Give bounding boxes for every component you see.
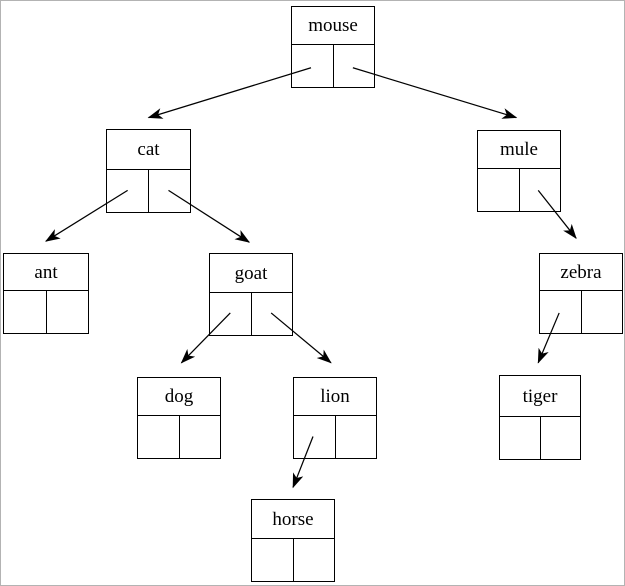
left-pointer-cell — [138, 416, 180, 458]
tree-node-dog: dog — [137, 377, 221, 459]
left-pointer-cell — [540, 291, 582, 333]
left-pointer-cell — [500, 417, 541, 459]
node-label: dog — [138, 378, 220, 416]
left-pointer-cell — [252, 539, 294, 581]
left-pointer-cell — [294, 416, 336, 458]
node-label: mouse — [292, 7, 374, 45]
tree-node-goat: goat — [209, 253, 293, 336]
left-pointer-cell — [210, 293, 252, 335]
node-label: tiger — [500, 376, 580, 417]
pointer-cells — [138, 416, 220, 458]
left-pointer-cell — [292, 45, 334, 87]
tree-node-zebra: zebra — [539, 253, 623, 334]
tree-node-ant: ant — [3, 253, 89, 334]
pointer-cells — [540, 291, 622, 333]
node-label: lion — [294, 378, 376, 416]
node-label: mule — [478, 131, 560, 169]
node-label: ant — [4, 254, 88, 291]
tree-node-mule: mule — [477, 130, 561, 212]
pointer-cells — [478, 169, 560, 211]
tree-node-mouse: mouse — [291, 6, 375, 88]
right-pointer-cell — [520, 169, 561, 211]
left-pointer-cell — [107, 170, 149, 212]
node-label: goat — [210, 254, 292, 293]
tree-node-cat: cat — [106, 129, 191, 213]
pointer-cells — [500, 417, 580, 459]
pointer-cells — [4, 291, 88, 333]
node-label: zebra — [540, 254, 622, 291]
tree-node-tiger: tiger — [499, 375, 581, 460]
left-pointer-cell — [478, 169, 520, 211]
right-pointer-cell — [47, 291, 89, 333]
pointer-cells — [210, 293, 292, 335]
tree-node-lion: lion — [293, 377, 377, 459]
tree-node-horse: horse — [251, 499, 335, 582]
right-pointer-cell — [149, 170, 190, 212]
right-pointer-cell — [336, 416, 377, 458]
pointer-cells — [107, 170, 190, 212]
right-pointer-cell — [334, 45, 375, 87]
node-label: cat — [107, 130, 190, 170]
right-pointer-cell — [180, 416, 221, 458]
pointer-cells — [252, 539, 334, 581]
pointer-cells — [292, 45, 374, 87]
right-pointer-cell — [252, 293, 293, 335]
right-pointer-cell — [582, 291, 623, 333]
right-pointer-cell — [294, 539, 335, 581]
right-pointer-cell — [541, 417, 581, 459]
node-label: horse — [252, 500, 334, 539]
left-pointer-cell — [4, 291, 47, 333]
pointer-cells — [294, 416, 376, 458]
